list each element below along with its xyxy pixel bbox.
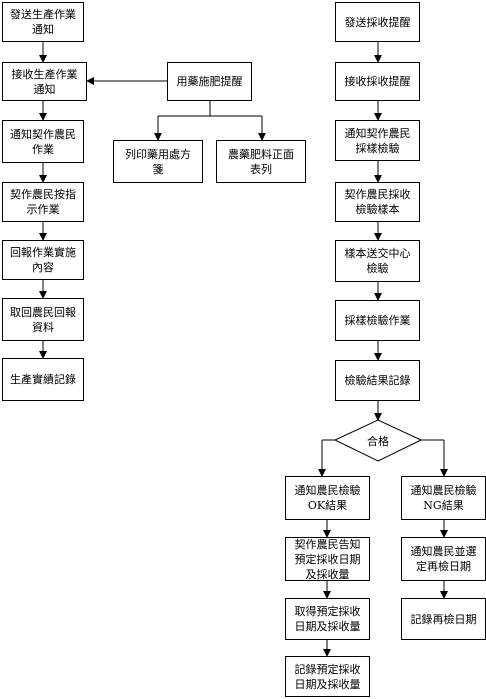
sampling-inspection-box: 採樣檢驗作業 [335, 300, 420, 341]
pesticide-list-box: 農藥肥料正面表列 [216, 140, 306, 183]
decision-diamond [333, 419, 423, 462]
box-label: 列印藥用處方箋 [125, 147, 191, 176]
box-label: 契作農民按指示作業 [10, 188, 76, 216]
box-label: 發送採收提醒 [344, 15, 411, 29]
report-work-box: 回報作業實施內容 [2, 240, 84, 280]
get-harvest-date-box: 取得預定採收日期及採收量 [285, 598, 370, 640]
farmer-report-harvest-date-box: 契作農民告知預定採收日期及採收量 [285, 537, 370, 581]
box-label: 接收生產作業通知 [11, 67, 78, 96]
notify-ng-result-box: 通知農民檢驗NG結果 [401, 476, 486, 520]
box-label: 通知農民檢驗NG結果 [410, 484, 477, 512]
notify-ok-result-box: 通知農民檢驗OK結果 [285, 476, 370, 520]
record-reinspection-date-box: 記錄再檢日期 [401, 598, 486, 640]
box-label: 取回農民回報資料 [10, 305, 76, 334]
box-label: 契作農民告知預定採收日期及採收量 [294, 537, 361, 581]
box-label: 通知契作農民採樣檢驗 [344, 126, 411, 155]
box-label: 契作農民採收檢驗樣本 [344, 188, 411, 216]
box-label: 檢驗結果記錄 [344, 374, 411, 387]
box-label: 通知農民並選定再檢日期 [410, 545, 477, 573]
record-harvest-date-box: 記錄預定採收日期及採收量 [285, 656, 370, 697]
box-label: 記錄再檢日期 [410, 612, 477, 626]
box-label: 用藥施肥提醒 [176, 75, 243, 88]
box-label: 通知契作農民作業 [10, 127, 76, 156]
inspection-result-box: 檢驗結果記錄 [335, 360, 420, 401]
box-label: 發送生產作業通知 [10, 8, 76, 36]
print-prescription-box: 列印藥用處方箋 [113, 140, 203, 183]
retrieve-farmer-report-box: 取回農民回報資料 [2, 298, 84, 341]
notify-sampling-box: 通知契作農民採樣檢驗 [335, 120, 420, 161]
notify-farmer-work-box: 通知契作農民作業 [2, 120, 84, 163]
box-label: 農藥肥料正面表列 [228, 147, 294, 176]
box-label: 採樣檢驗作業 [344, 314, 411, 327]
fertilizer-reminder-box: 用藥施肥提醒 [167, 62, 252, 101]
farmer-harvest-sample-box: 契作農民採收檢驗樣本 [335, 182, 420, 222]
box-label: 記錄預定採收日期及採收量 [294, 662, 361, 691]
box-label: 樣本送交中心檢驗 [344, 247, 411, 275]
box-label: 取得預定採收日期及採收量 [294, 605, 361, 633]
decision-label: 合格 [367, 435, 389, 448]
box-label: 回報作業實施內容 [10, 246, 76, 274]
box-label: 生產實績記錄 [10, 373, 76, 386]
production-record-box: 生產實績記錄 [2, 358, 84, 401]
notify-reinspection-date-box: 通知農民並選定再檢日期 [401, 537, 486, 581]
box-label: 接收採收提醒 [344, 75, 411, 88]
send-harvest-reminder-box: 發送採收提醒 [335, 2, 420, 42]
box-label: 通知農民檢驗OK結果 [294, 484, 361, 512]
farmer-follow-instructions-box: 契作農民按指示作業 [2, 182, 84, 222]
send-production-notice-box: 發送生產作業通知 [2, 2, 84, 42]
receive-harvest-reminder-box: 接收採收提醒 [335, 62, 420, 101]
sample-to-center-box: 樣本送交中心檢驗 [335, 240, 420, 282]
receive-production-notice-box: 接收生產作業通知 [2, 62, 87, 101]
